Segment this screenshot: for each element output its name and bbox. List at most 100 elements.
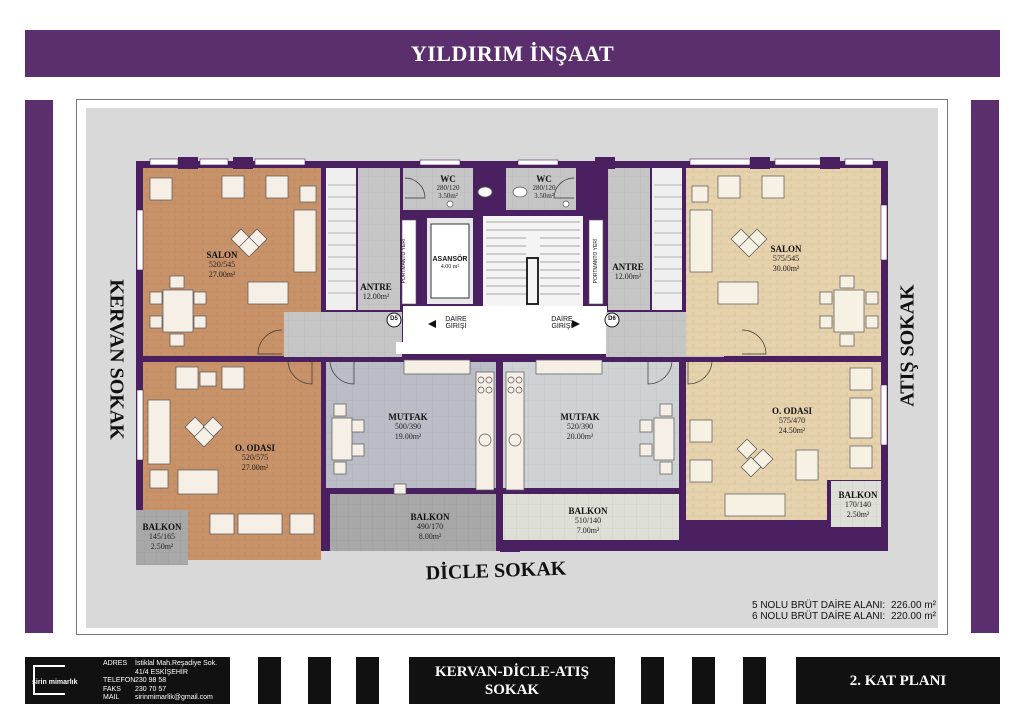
door-6-label: D6: [608, 316, 616, 322]
room-name: ANTRE: [360, 282, 392, 292]
footer-stripe: [356, 657, 379, 704]
footer-stripe: [308, 657, 331, 704]
room-balkon-mid-right: BALKON 510/140 7.00m²: [548, 506, 628, 536]
room-dims: 520/390: [566, 422, 594, 431]
address-label: ADRES: [103, 660, 128, 667]
room-area: 4.00 m²: [440, 264, 460, 270]
company-logo-icon: [33, 665, 65, 695]
room-salon-left: SALON 520/545 27.00m²: [182, 250, 262, 280]
room-name: ASANSÖR: [432, 256, 468, 263]
room-balkon-far-left: BALKON 145/165 2.50m²: [136, 522, 188, 552]
room-area: 3.50m²: [534, 192, 554, 200]
room-name: MUTFAK: [560, 412, 600, 422]
room-dims: 520/545: [208, 260, 236, 269]
room-name: BALKON: [410, 512, 450, 522]
balkon-far-left-floor: [136, 510, 188, 565]
room-wc-right: WC 280/120 3.50m²: [514, 174, 574, 200]
phone-label: TELEFON: [103, 677, 136, 684]
room-salon-right: SALON 575/545 30.00m²: [746, 244, 826, 274]
entry-label-line1: DAİRE: [445, 316, 467, 323]
room-dims: 280/120: [532, 184, 556, 192]
room-dims: 145/165: [148, 532, 176, 541]
area-summary: 5 NOLU BRÜT DAİRE ALANI: 226.00 m² 6 NOL…: [752, 600, 936, 622]
antre-left-floor: [358, 168, 400, 310]
room-mutfak-right: MUTFAK 520/390 20.00m²: [540, 412, 620, 442]
portmanto-right: [588, 219, 604, 305]
room-dims: 170/140: [844, 500, 872, 509]
room-antre-right: ANTRE 12.00m²: [598, 262, 658, 282]
area-row-6: 6 NOLU BRÜT DAİRE ALANI: 220.00 m²: [752, 611, 936, 622]
room-name: O. ODASI: [771, 406, 812, 416]
footer-stripe: [692, 657, 715, 704]
project-title-line1: KERVAN-DİCLE-ATIŞ: [435, 663, 589, 680]
room-balkon-far-right: BALKON 170/140 2.50m²: [832, 490, 884, 520]
street-right-label: ATIŞ SOKAK: [896, 284, 919, 407]
portmanto-right-label: PORTMANTO YERİ: [593, 238, 599, 284]
footer-stripe: [641, 657, 664, 704]
room-name: O. ODASI: [234, 443, 275, 453]
street-left-label: KERVAN SOKAK: [105, 279, 128, 440]
area-label: 5 NOLU BRÜT DAİRE ALANI:: [752, 600, 886, 611]
door-5-label: D5: [390, 316, 398, 322]
balkon-mid-left-floor: [330, 494, 496, 551]
room-area: 12.00m²: [614, 272, 642, 281]
arrow-right-icon: [572, 320, 580, 328]
entry-label-line2: GİRİŞİ: [445, 323, 467, 330]
core-stair: [483, 216, 583, 306]
room-wc-left: WC 280/120 3.50m²: [418, 174, 478, 200]
room-area: 20.00m²: [566, 432, 594, 441]
room-balkon-mid-left: BALKON 490/170 8.00m²: [390, 512, 470, 542]
room-area: 24.50m²: [778, 426, 806, 435]
room-mutfak-left: MUTFAK 500/390 19.00m²: [368, 412, 448, 442]
portmanto-left-label: PORTMANTO YERİ: [401, 238, 407, 284]
room-dims: 575/470: [778, 416, 806, 425]
room-dims: 510/140: [574, 516, 602, 525]
room-area: 30.00m²: [772, 264, 800, 273]
area-label: 6 NOLU BRÜT DAİRE ALANI:: [752, 611, 886, 622]
room-odasi-right: O. ODASI 575/470 24.50m²: [752, 406, 832, 436]
fax-label: FAKS: [103, 685, 121, 693]
room-asansor: ASANSÖR 4.00 m²: [428, 256, 472, 271]
room-odasi-left: O. ODASI 520/575 27.00m²: [215, 443, 295, 473]
portmanto-left: [401, 219, 417, 305]
room-area: 8.00m²: [418, 532, 442, 541]
footer-plan-block: 2. KAT PLANI: [796, 657, 1000, 704]
room-area: 2.50m²: [846, 510, 870, 519]
page-title: YILDIRIM İNŞAAT: [25, 30, 1000, 77]
room-dims: 280/120: [436, 184, 460, 192]
stair-left: [326, 168, 356, 310]
area-row-5: 5 NOLU BRÜT DAİRE ALANI: 226.00 m²: [752, 600, 936, 611]
balkon-mid-right-floor: [503, 494, 679, 540]
room-name: BALKON: [142, 522, 182, 532]
entry-label-line2: GİRİŞİ: [551, 323, 573, 330]
balkon-far-right-floor: [831, 481, 881, 527]
room-name: SALON: [206, 250, 238, 260]
fax-value: 230 70 57: [135, 685, 167, 693]
room-dims: 500/390: [394, 422, 422, 431]
antre-right-floor: [608, 168, 650, 310]
room-dims: 490/170: [416, 522, 444, 531]
room-area: 19.00m²: [394, 432, 422, 441]
room-name: MUTFAK: [388, 412, 428, 422]
footer-stripe: [743, 657, 766, 704]
left-accent-bar: [25, 100, 53, 633]
room-name: BALKON: [568, 506, 608, 516]
arrow-left-icon: [428, 320, 436, 328]
right-accent-bar: [971, 100, 999, 633]
wc-left-floor: [403, 168, 473, 210]
mail-value: sirinmimarlik@gmail.com: [135, 694, 213, 701]
footer-stripe: [258, 657, 281, 704]
room-name: WC: [536, 174, 552, 184]
entry-label-line1: DAİRE: [551, 316, 573, 323]
company-brand: şirin mimarlık: [32, 679, 78, 686]
room-area: 7.00m²: [576, 526, 600, 535]
room-area: 27.00m²: [208, 270, 236, 279]
room-dims: 520/575: [241, 453, 269, 462]
room-name: WC: [440, 174, 456, 184]
entry-label-left: DAİRE GİRİŞİ: [436, 316, 476, 330]
project-title-line2: SOKAK: [484, 681, 540, 698]
room-name: ANTRE: [612, 262, 644, 272]
